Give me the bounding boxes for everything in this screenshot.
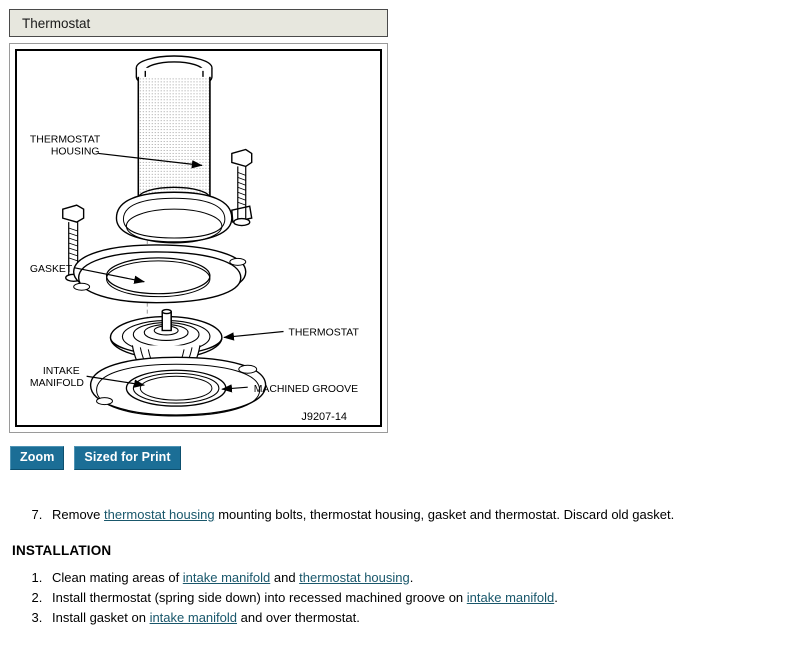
installation-steps-list: Clean mating areas of intake manifold an… — [0, 568, 802, 628]
link-thermostat-housing[interactable]: thermostat housing — [299, 570, 410, 585]
removal-step-7: Remove thermostat housing mounting bolts… — [46, 505, 802, 525]
figure-image-frame: THERMOSTAT HOUSING GASKET INTAKE MANIFOL… — [15, 49, 382, 427]
callout-thermostat-housing-line1: THERMOSTAT — [30, 135, 101, 146]
step2-part3: . — [554, 590, 558, 605]
link-intake-manifold[interactable]: intake manifold — [149, 610, 238, 625]
step1-part3: . — [409, 570, 414, 585]
callout-intake-line2: MANIFOLD — [30, 378, 84, 389]
link-intake-manifold[interactable]: intake manifold — [466, 590, 555, 605]
thermostat-exploded-diagram: THERMOSTAT HOUSING GASKET INTAKE MANIFOL… — [30, 55, 360, 423]
figure-image-container: THERMOSTAT HOUSING GASKET INTAKE MANIFOL… — [9, 43, 388, 433]
step3-part1: Install gasket on — [52, 610, 150, 625]
link-intake-manifold[interactable]: intake manifold — [182, 570, 271, 585]
step7-text-before: Remove — [52, 507, 105, 522]
step1-part1: Clean mating areas of — [52, 570, 183, 585]
figure-button-row: Zoom Sized for Print — [10, 446, 181, 470]
link-thermostat-housing[interactable]: thermostat housing — [104, 507, 215, 522]
callout-thermostat-housing-line2: HOUSING — [51, 146, 100, 157]
installation-step-1: Clean mating areas of intake manifold an… — [46, 568, 802, 588]
installation-step-3: Install gasket on intake manifold and ov… — [46, 608, 802, 628]
figure-ref-code: J9207-14 — [301, 411, 347, 423]
installation-heading: INSTALLATION — [12, 543, 112, 558]
step2-part1: Install thermostat (spring side down) in… — [52, 590, 467, 605]
figure-header-bar: Thermostat — [9, 9, 388, 37]
step1-part2: and — [270, 570, 300, 585]
figure-panel: Thermostat — [9, 9, 388, 433]
figure-header-title: Thermostat — [22, 16, 91, 31]
callout-gasket: GASKET — [30, 264, 73, 275]
installation-step-2: Install thermostat (spring side down) in… — [46, 588, 802, 608]
callout-machined-groove: MACHINED GROOVE — [254, 384, 358, 395]
callout-intake-line1: INTAKE — [43, 366, 80, 377]
callout-thermostat: THERMOSTAT — [289, 327, 360, 338]
removal-steps-list: Remove thermostat housing mounting bolts… — [0, 505, 802, 525]
sized-for-print-button[interactable]: Sized for Print — [74, 446, 181, 470]
step7-text-after: mounting bolts, thermostat housing, gask… — [214, 507, 675, 522]
document-text-area: Remove thermostat housing mounting bolts… — [0, 505, 802, 628]
zoom-button[interactable]: Zoom — [10, 446, 65, 470]
step3-part2: and over thermostat. — [237, 610, 360, 625]
